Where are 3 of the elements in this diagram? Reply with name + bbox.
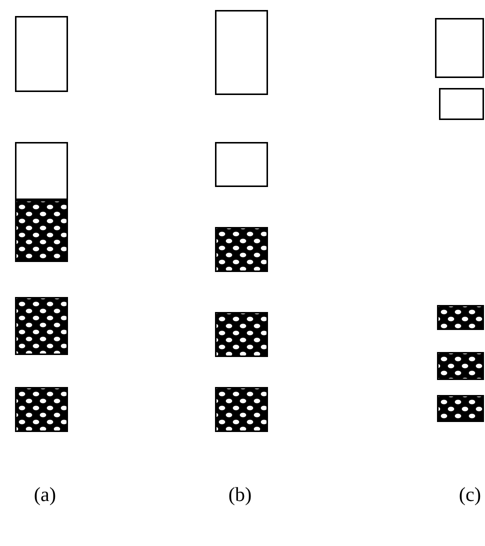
panel-label: (a): [34, 484, 56, 507]
panel-label: (b): [228, 484, 252, 507]
panel-label: (c): [458, 484, 482, 507]
